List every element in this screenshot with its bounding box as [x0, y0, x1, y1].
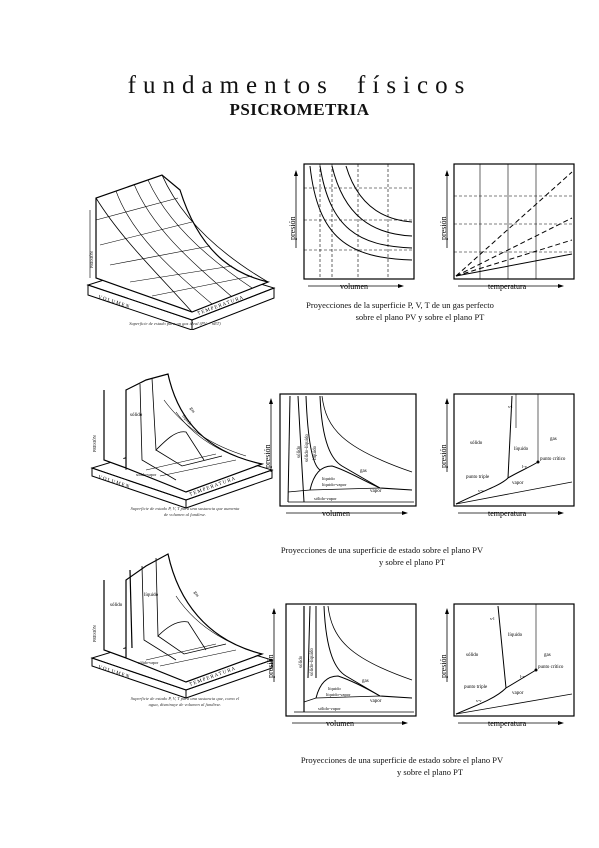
- contracts-3d-caption-line2: de volumen al fundirse.: [163, 512, 207, 517]
- water-pv-diagram: sólido sólido-líquido gas líquido líquid…: [266, 603, 417, 728]
- contracts-pt-triple-label: punto triple: [466, 475, 490, 480]
- gas-caption-line1: Proyecciones de la superficie P, V, T de…: [306, 300, 494, 310]
- contracts-pt-solid-label: sólido: [470, 441, 483, 446]
- water-pv-liquid-label: líquido: [328, 686, 342, 691]
- page-title: fundamentos físicos: [127, 72, 472, 99]
- contracts-pv-diagram: sólido sólido-líquido líquido gas líquid…: [263, 393, 417, 518]
- contracts-pv-vapor-label: vapor: [370, 489, 382, 494]
- page-subtitle: PSICROMETRIA: [229, 100, 370, 119]
- water-3d-gas-label: gas: [193, 590, 200, 598]
- contracts-pt-pressure-label: presión: [440, 444, 448, 468]
- water-3d-caption-line1: Superficie de estado P, V, T para una su…: [130, 696, 240, 701]
- water-3d-solidvapor-label: sólido-vapor: [138, 660, 159, 665]
- water-pt-critical-label: punto crítico: [538, 665, 564, 670]
- contracts-pt-temperature-label: temperatura: [488, 509, 527, 518]
- gas-pv-volume-label: volumen: [340, 282, 368, 291]
- water-pt-triple-label: punto triple: [464, 685, 488, 690]
- contracts-3d-volume-label: V O L U M E N: [97, 475, 130, 490]
- gas-3d-pressure-label: PRESIÓN: [89, 251, 94, 268]
- gas-3d-caption: Superficie de estado para un gas ideal (…: [129, 321, 221, 326]
- water-pt-diagram: s-l sólido líquido gas punto crítico l-v…: [440, 603, 575, 728]
- contracts-pt-lv-label: l-v: [522, 464, 528, 469]
- contracts-caption-line2: y sobre el plano PT: [378, 557, 446, 567]
- water-3d-pressure-label: PRESIÓN: [92, 625, 97, 642]
- water-3d-solid-label: sólido: [110, 603, 123, 608]
- water-pt-gas-label: gas: [544, 653, 551, 658]
- water-pt-pressure-label: presión: [440, 654, 448, 678]
- contracts-pt-critical-label: punto crítico: [540, 457, 566, 462]
- contracts-pt-sv-label: s-v: [478, 488, 484, 493]
- contracts-3d-pressure-label: PRESIÓN: [92, 435, 97, 452]
- contracts-3d-solid-label: sólido: [130, 413, 143, 418]
- water-caption-line2: y sobre el plano PT: [396, 767, 464, 777]
- contracts-pt-vapor-label: vapor: [512, 481, 524, 486]
- contracts-pv-gas-label: gas: [360, 469, 367, 474]
- water-pv-liquidvapor-label: líquido-vapor: [326, 692, 351, 697]
- contracts-pt-diagram: s-l sólido líquido gas punto crítico l-v…: [440, 393, 575, 518]
- water-pv-volume-label: volumen: [326, 719, 354, 728]
- contracts-pv-solidvapor-label: sólido-vapor: [314, 496, 337, 501]
- water-pt-vapor-label: vapor: [512, 691, 524, 696]
- water-pv-gas-label: gas: [362, 679, 369, 684]
- contracts-3d-surface: sólido líquido gas sólido-vapor PRESIÓN …: [90, 373, 274, 509]
- water-pv-solid-label: sólido: [299, 655, 304, 668]
- water-pt-lv-label: l-v: [520, 674, 526, 679]
- gas-caption-line2: sobre el plano PV y sobre el plano PT: [355, 312, 485, 322]
- gas-pv-diagram: presión volumen: [288, 163, 415, 291]
- gas-pt-temperature-label: temperatura: [488, 282, 527, 291]
- water-pv-pressure-label: presión: [266, 654, 275, 678]
- water-pt-liquid-label: líquido: [508, 633, 523, 638]
- water-3d-volume-label: V O L U M E N: [97, 665, 130, 680]
- gas-pv-pressure-label: presión: [288, 216, 297, 240]
- contracts-pv-liquid-label: líquido: [313, 445, 318, 460]
- water-3d-liquid-label: líquido: [144, 593, 159, 598]
- water-pv-vapor-label: vapor: [370, 699, 382, 704]
- water-pt-sl-label: s-l: [490, 616, 495, 621]
- gas-3d-surface: PRESIÓN V O L U M E N T E M P E R A T U …: [86, 174, 276, 330]
- water-pt-temperature-label: temperatura: [488, 719, 527, 728]
- water-pv-solidvapor-label: sólido-vapor: [318, 706, 341, 711]
- contracts-pv-pressure-label: presión: [263, 444, 272, 468]
- contracts-pt-gas-label: gas: [550, 437, 557, 442]
- water-caption-line1: Proyecciones de una superficie de estado…: [300, 755, 504, 765]
- contracts-pv-solidliquid-label: sólido-líquido: [305, 433, 310, 462]
- contracts-pv-volume-label: volumen: [322, 509, 350, 518]
- contracts-pv-liquidvapor-label: líquido-vapor: [322, 482, 347, 487]
- contracts-pt-liquid-label: líquido: [514, 447, 529, 452]
- water-pt-solid-label: sólido: [466, 653, 479, 658]
- contracts-pt-sl-label: s-l: [508, 404, 513, 409]
- contracts-3d-gas-label: gas: [189, 406, 196, 414]
- gas-pt-pressure-label: presión: [440, 216, 448, 240]
- water-3d-surface: sólido líquido gas sólido-vapor PRESIÓN …: [90, 553, 274, 699]
- water-pv-solidliquid-label: sólido-líquido: [310, 647, 315, 676]
- contracts-3d-solidvapor-label: sólido-vapor: [136, 472, 157, 477]
- contracts-caption-line1: Proyecciones de una superficie de estado…: [280, 545, 484, 555]
- gas-pt-diagram: presión temperatura: [440, 163, 575, 291]
- contracts-3d-caption-line1: Superficie de estado P, V, T para una su…: [130, 506, 240, 511]
- water-pt-sv-label: s-v: [476, 698, 482, 703]
- contracts-pv-liquid2-label: líquido: [322, 476, 336, 481]
- contracts-pv-solid-label: sólido: [297, 445, 302, 458]
- water-3d-caption-line2: agua, disminuye de volumen al fundirse.: [148, 702, 222, 707]
